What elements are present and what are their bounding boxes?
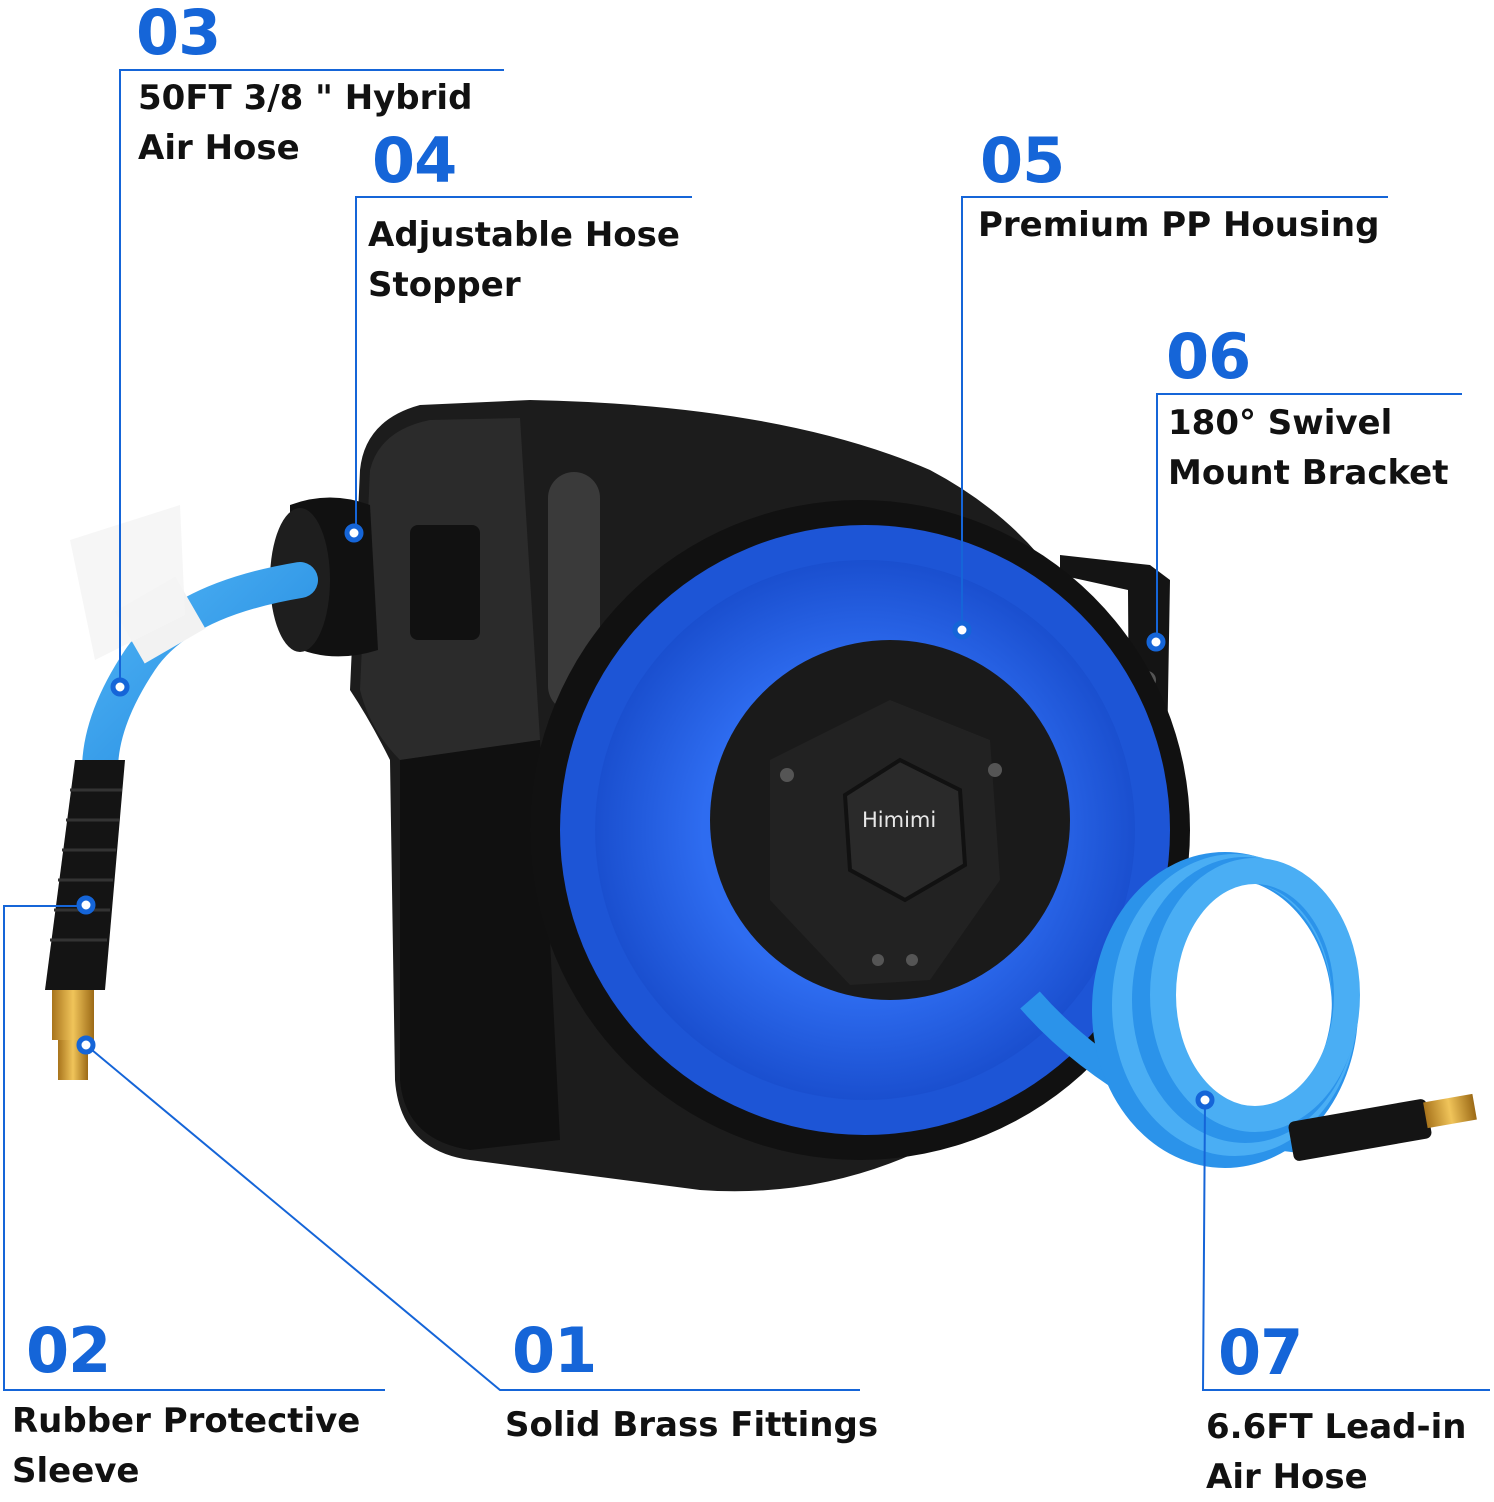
hose-label-sticker	[70, 505, 185, 660]
callout-number-01: 01	[512, 1314, 597, 1387]
callout-dot-07	[1195, 1090, 1215, 1110]
lead-in-air-hose	[1020, 852, 1360, 1168]
callout-dots	[76, 523, 1215, 1110]
callout-number-02: 02	[26, 1314, 111, 1387]
brass-fitting	[52, 990, 94, 1080]
callout-dot-06	[1146, 632, 1166, 652]
callout-dot-04	[344, 523, 364, 543]
callout-number-04: 04	[372, 124, 457, 197]
callout-number-06: 06	[1166, 320, 1251, 393]
callout-number-05: 05	[980, 124, 1065, 197]
reel-drum	[560, 525, 1170, 1135]
callout-number-03: 03	[136, 0, 221, 69]
callout-number-07: 07	[1218, 1316, 1303, 1389]
rubber-sleeve	[45, 760, 125, 990]
callout-label-05: Premium PP Housing	[978, 205, 1380, 245]
lead-in-fitting	[1288, 1093, 1477, 1161]
brand-logo: Himimi	[862, 808, 937, 832]
callout-dot-03	[110, 677, 130, 697]
callout-dot-01	[76, 1035, 96, 1055]
callout-leaders	[3, 69, 1490, 1391]
main-air-hose	[70, 505, 318, 788]
callout-label-01: Solid Brass Fittings	[505, 1405, 879, 1445]
callout-dot-05	[952, 620, 972, 640]
callout-dot-02	[76, 895, 96, 915]
